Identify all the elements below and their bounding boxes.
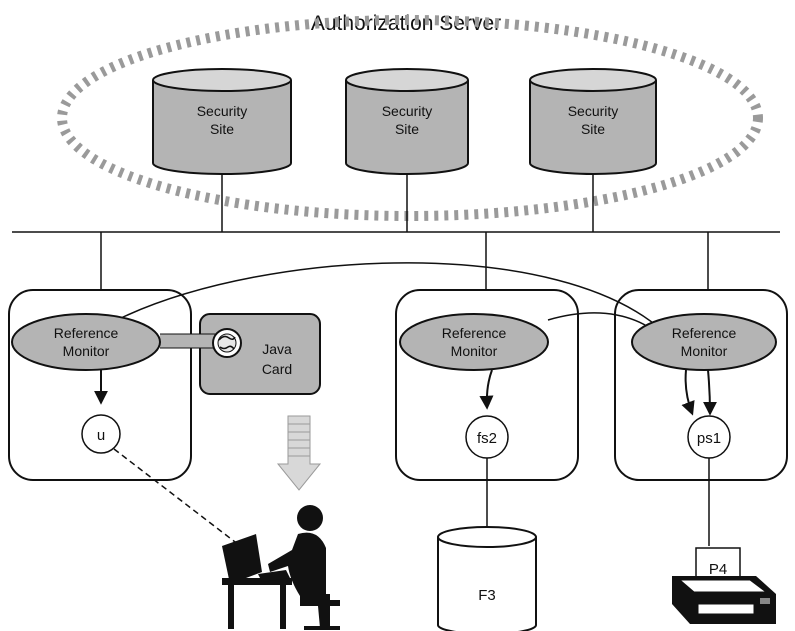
- process-ps1-label: ps1: [697, 430, 721, 447]
- process-fs2-label: fs2: [477, 430, 497, 447]
- reference-monitor-left-label-1: Reference: [54, 325, 119, 341]
- reference-monitor-right: Reference Monitor: [631, 313, 777, 371]
- chip-icon: [212, 328, 242, 358]
- security-site-1: Security Site: [152, 68, 292, 175]
- site-connectors: [221, 174, 594, 232]
- reference-monitor-left-label-2: Monitor: [63, 343, 110, 359]
- security-site-2: Security Site: [345, 68, 469, 175]
- arrow-monitor-to-fs2: [479, 369, 494, 410]
- security-site-3-label-1: Security: [568, 103, 619, 119]
- security-site-2-label-2: Site: [395, 121, 419, 137]
- process-u-label: u: [97, 427, 105, 444]
- user-workstation-icon: [222, 505, 340, 630]
- dashed-link-u-to-user: [113, 448, 253, 556]
- monitor-link-left-right: [120, 262, 666, 334]
- arrow-monitor-to-ps1-a: [681, 369, 695, 416]
- reference-monitor-middle-label-1: Reference: [442, 325, 507, 341]
- java-card-label-1: Java: [262, 341, 292, 357]
- reference-monitor-middle: Reference Monitor: [399, 313, 549, 371]
- reference-monitor-middle-label-2: Monitor: [451, 343, 498, 359]
- storage-f3: F3: [437, 526, 537, 631]
- security-site-3-label-2: Site: [581, 121, 605, 137]
- security-site-1-label-2: Site: [210, 121, 234, 137]
- storage-f3-label: F3: [478, 587, 496, 604]
- printer-p4-label: P4: [709, 561, 727, 578]
- java-card-label-2: Card: [262, 361, 292, 377]
- process-fs2: fs2: [465, 415, 509, 459]
- process-ps1: ps1: [687, 415, 731, 459]
- printer-icon: P4: [672, 547, 776, 624]
- process-u: u: [81, 414, 121, 454]
- reference-monitor-left: Reference Monitor: [11, 313, 161, 371]
- arrow-monitor-to-ps1-b: [702, 369, 717, 416]
- reference-monitor-right-label-2: Monitor: [681, 343, 728, 359]
- security-site-1-label-1: Security: [197, 103, 248, 119]
- authorization-server-boundary: [57, 15, 763, 221]
- security-site-3: Security Site: [529, 68, 657, 175]
- reference-monitor-right-label-1: Reference: [672, 325, 737, 341]
- security-site-2-label-1: Security: [382, 103, 433, 119]
- down-arrow-icon: [276, 415, 322, 491]
- host-connectors: [100, 232, 709, 290]
